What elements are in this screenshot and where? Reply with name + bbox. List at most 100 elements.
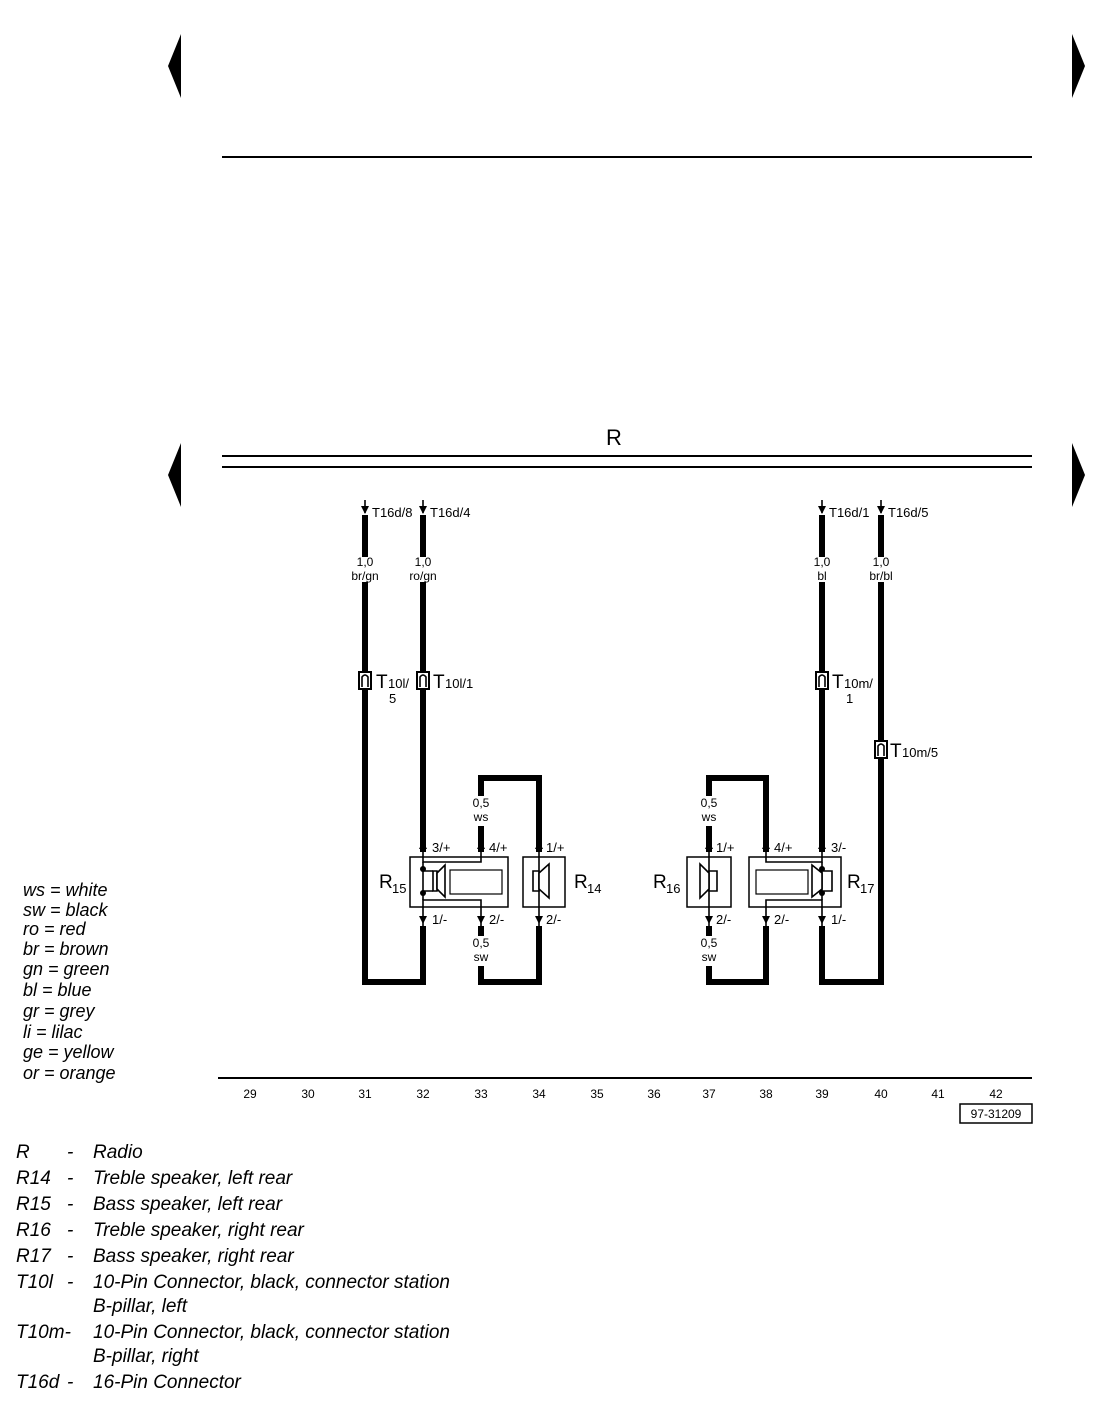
legend-separator: - bbox=[67, 1142, 73, 1163]
color-code-item: ge = yellow bbox=[23, 1042, 115, 1062]
connector-t10l-1: T 10l/1 bbox=[416, 671, 473, 693]
svg-text:T: T bbox=[890, 741, 902, 762]
color-code-item: ws = white bbox=[23, 880, 108, 900]
svg-text:3/+: 3/+ bbox=[432, 840, 450, 855]
svg-text:sw: sw bbox=[702, 950, 717, 964]
wire-spec-40: 1,0 br/bl bbox=[869, 555, 892, 583]
svg-text:5: 5 bbox=[389, 691, 396, 706]
column-number: 42 bbox=[989, 1087, 1003, 1101]
prev-page-arrow-icon[interactable] bbox=[168, 443, 181, 507]
svg-text:10m/5: 10m/5 bbox=[902, 745, 938, 760]
diagram-reference-box: 97-31209 bbox=[959, 1103, 1033, 1124]
column-number: 33 bbox=[474, 1087, 488, 1101]
svg-text:1,0: 1,0 bbox=[357, 555, 374, 569]
column-number: 31 bbox=[358, 1087, 372, 1101]
connector-t10l-5: T 10l/ 5 bbox=[358, 671, 409, 706]
column-number: 39 bbox=[815, 1087, 829, 1101]
legend-description: B-pillar, left bbox=[93, 1296, 188, 1317]
svg-text:15: 15 bbox=[392, 881, 406, 896]
svg-text:ro/gn: ro/gn bbox=[409, 569, 436, 583]
legend-item: T16d-16-Pin Connector bbox=[16, 1372, 242, 1393]
svg-text:br/bl: br/bl bbox=[869, 569, 892, 583]
speaker-r17: R 17 bbox=[748, 849, 874, 929]
legend-description: B-pillar, right bbox=[93, 1346, 199, 1367]
svg-text:1,0: 1,0 bbox=[873, 555, 890, 569]
legend-item: R14-Treble speaker, left rear bbox=[16, 1168, 293, 1189]
svg-text:2/-: 2/- bbox=[716, 912, 731, 927]
svg-text:0,5: 0,5 bbox=[473, 796, 490, 810]
legend-item: R17-Bass speaker, right rear bbox=[16, 1246, 294, 1267]
svg-text:T: T bbox=[433, 672, 445, 693]
legend-description: 10-Pin Connector, black, connector stati… bbox=[93, 1322, 450, 1343]
legend-separator: - bbox=[67, 1194, 73, 1215]
wire-spec-33-top: 0,5 ws bbox=[466, 796, 496, 826]
wire-spec-37-bottom: 0,5 sw bbox=[694, 936, 724, 966]
legend-code: R17 bbox=[16, 1246, 52, 1267]
speaker-r16: R 16 bbox=[653, 849, 732, 929]
column-number: 34 bbox=[532, 1087, 546, 1101]
wire-spec-32: 1,0 ro/gn bbox=[409, 555, 436, 583]
svg-text:97-31209: 97-31209 bbox=[971, 1107, 1022, 1121]
svg-text:10l/1: 10l/1 bbox=[445, 676, 473, 691]
svg-text:2/-: 2/- bbox=[546, 912, 561, 927]
svg-text:T16d/1: T16d/1 bbox=[829, 505, 869, 520]
column-number: 29 bbox=[243, 1087, 257, 1101]
next-page-arrow-icon-top[interactable] bbox=[1072, 34, 1085, 98]
color-code-item: sw = black bbox=[23, 900, 109, 920]
next-page-arrow-icon[interactable] bbox=[1072, 443, 1085, 507]
svg-text:R: R bbox=[653, 872, 667, 893]
svg-text:T16d/5: T16d/5 bbox=[888, 505, 928, 520]
svg-text:sw: sw bbox=[474, 950, 489, 964]
column-number: 40 bbox=[874, 1087, 888, 1101]
svg-text:17: 17 bbox=[860, 881, 874, 896]
color-code-item: gn = green bbox=[23, 959, 110, 979]
wire-spec-31: 1,0 br/gn bbox=[351, 555, 378, 583]
color-code-item: gr = grey bbox=[23, 1001, 96, 1021]
svg-text:10m/: 10m/ bbox=[844, 676, 873, 691]
wire-spec-33-bottom: 0,5 sw bbox=[466, 936, 496, 966]
legend-item: T10l-10-Pin Connector, black, connector … bbox=[16, 1272, 450, 1317]
legend-separator: - bbox=[67, 1168, 73, 1189]
wire-spec-39: 1,0 bl bbox=[814, 555, 831, 583]
speaker-pin-labels-top: 3/+ 4/+ 1/+ 1/+ 4/+ 3/- bbox=[419, 840, 846, 855]
svg-text:ws: ws bbox=[473, 810, 489, 824]
svg-text:4/+: 4/+ bbox=[774, 840, 792, 855]
column-number: 35 bbox=[590, 1087, 604, 1101]
legend-separator: - bbox=[67, 1246, 73, 1267]
color-code-item: ro = red bbox=[23, 919, 87, 939]
legend-description: Bass speaker, left rear bbox=[93, 1194, 283, 1215]
column-number: 32 bbox=[416, 1087, 430, 1101]
svg-text:1/+: 1/+ bbox=[546, 840, 564, 855]
wire-40 bbox=[819, 515, 884, 985]
svg-text:1,0: 1,0 bbox=[814, 555, 831, 569]
svg-text:br/gn: br/gn bbox=[351, 569, 378, 583]
legend-code: R16 bbox=[16, 1220, 51, 1241]
svg-text:1/+: 1/+ bbox=[716, 840, 734, 855]
legend-description: Radio bbox=[93, 1142, 143, 1163]
speaker-r15: R 15 bbox=[379, 849, 509, 929]
legend-code: T10m- bbox=[16, 1322, 71, 1343]
legend-item: T10m- 10-Pin Connector, black, connector … bbox=[16, 1322, 450, 1367]
svg-text:2/-: 2/- bbox=[489, 912, 504, 927]
legend-item: R15-Bass speaker, left rear bbox=[16, 1194, 283, 1215]
legend-description: 16-Pin Connector bbox=[93, 1372, 242, 1393]
speaker-r14: R 14 bbox=[522, 849, 601, 929]
legend-separator: - bbox=[67, 1272, 73, 1293]
svg-text:0,5: 0,5 bbox=[701, 796, 718, 810]
svg-text:1,0: 1,0 bbox=[415, 555, 432, 569]
radio-pin-39: T16d/1 bbox=[818, 500, 869, 520]
wire-spec-37-top: 0,5 ws bbox=[694, 796, 724, 826]
legend-code: R15 bbox=[16, 1194, 51, 1215]
radio-pin-40: T16d/5 bbox=[877, 500, 928, 520]
legend-description: Treble speaker, right rear bbox=[93, 1220, 305, 1241]
radio-pin-31: T16d/8 bbox=[361, 500, 412, 520]
connector-t10m-1: T 10m/ 1 bbox=[815, 671, 873, 706]
prev-page-arrow-icon-top[interactable] bbox=[168, 34, 181, 98]
svg-text:1/-: 1/- bbox=[432, 912, 447, 927]
radio-label: R bbox=[606, 425, 622, 450]
color-code-item: bl = blue bbox=[23, 980, 92, 1000]
color-code-item: li = lilac bbox=[23, 1022, 83, 1042]
